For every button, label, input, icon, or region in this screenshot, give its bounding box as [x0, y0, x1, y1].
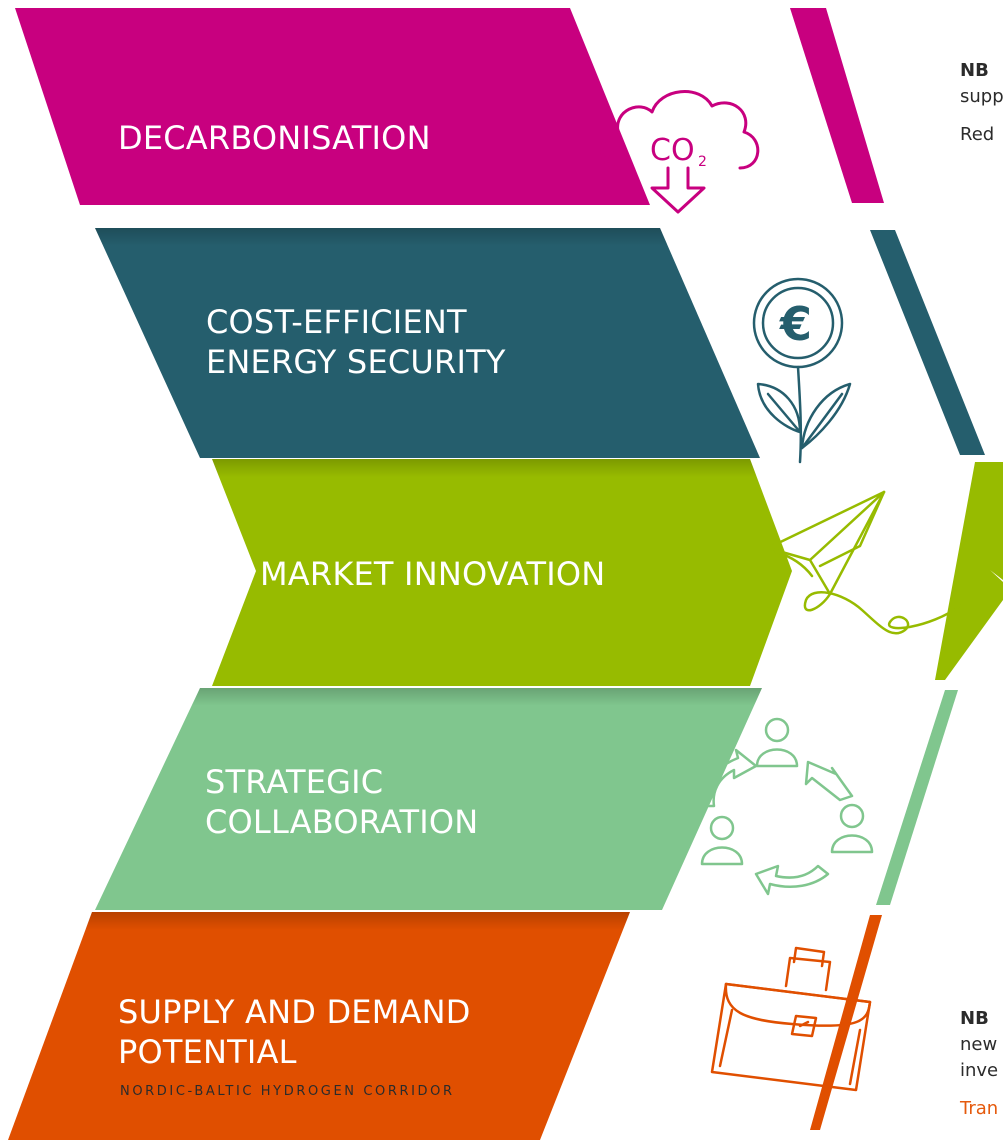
- band-shadow: [212, 459, 757, 477]
- label-collaboration: STRATEGIC COLLABORATION: [205, 762, 478, 842]
- band-energy-security: [95, 228, 760, 458]
- label-energy-security: COST-EFFICIENT ENERGY SECURITY: [206, 302, 506, 382]
- label-supply-demand: SUPPLY AND DEMAND POTENTIAL: [118, 992, 471, 1072]
- label-line: COST-EFFICIENT: [206, 303, 467, 341]
- side-text-bottom-line: inve: [960, 1060, 999, 1081]
- label-line: SUPPLY AND DEMAND: [118, 993, 471, 1031]
- label-market-innovation: MARKET INNOVATION: [260, 554, 605, 594]
- stripe-segment-collaboration: [876, 690, 958, 905]
- side-text-top-line: supp: [960, 86, 1003, 107]
- label-line: MARKET INNOVATION: [260, 555, 606, 593]
- label-line: ENERGY SECURITY: [206, 343, 506, 381]
- band-shadow: [192, 688, 762, 706]
- label-line: COLLABORATION: [205, 803, 479, 841]
- co2-subscript: 2: [698, 154, 707, 170]
- label-line: POTENTIAL: [118, 1033, 297, 1071]
- side-text-bottom-line: new: [960, 1034, 998, 1055]
- band-shadow: [95, 228, 668, 246]
- stripe-segment-energy-security: [870, 230, 985, 455]
- people-cycle-icon: [700, 717, 874, 896]
- band-supply-demand: [8, 912, 630, 1140]
- paper-plane-icon: [766, 490, 962, 635]
- side-text-top-line: Red: [960, 124, 995, 145]
- euro-symbol: €: [779, 297, 812, 351]
- stripe-segment-supply-demand: [810, 915, 882, 1130]
- band-shadow: [85, 912, 630, 930]
- band-decarbonisation: [15, 8, 650, 205]
- stripe-segment-decarbonisation: [790, 8, 884, 203]
- euro-flower-icon: €: [752, 277, 852, 464]
- label-decarbonisation: DECARBONISATION: [118, 118, 431, 158]
- co2-text: CO: [650, 133, 695, 168]
- corridor-footer-label: NORDIC-BALTIC HYDROGEN CORRIDOR: [120, 1084, 455, 1099]
- label-line: STRATEGIC: [205, 763, 384, 801]
- briefcase-icon: [710, 946, 872, 1092]
- co2-cloud-icon: CO 2: [600, 90, 760, 214]
- side-text-bottom-link: Tran: [960, 1098, 999, 1119]
- side-text-top-heading: NB: [960, 60, 989, 81]
- band-collaboration: [95, 688, 762, 910]
- side-text-bottom-heading: NB: [960, 1008, 989, 1029]
- band-market-innovation: [212, 459, 792, 686]
- stripe-segment-market-innovation: [935, 462, 1003, 680]
- label-line: DECARBONISATION: [118, 119, 431, 157]
